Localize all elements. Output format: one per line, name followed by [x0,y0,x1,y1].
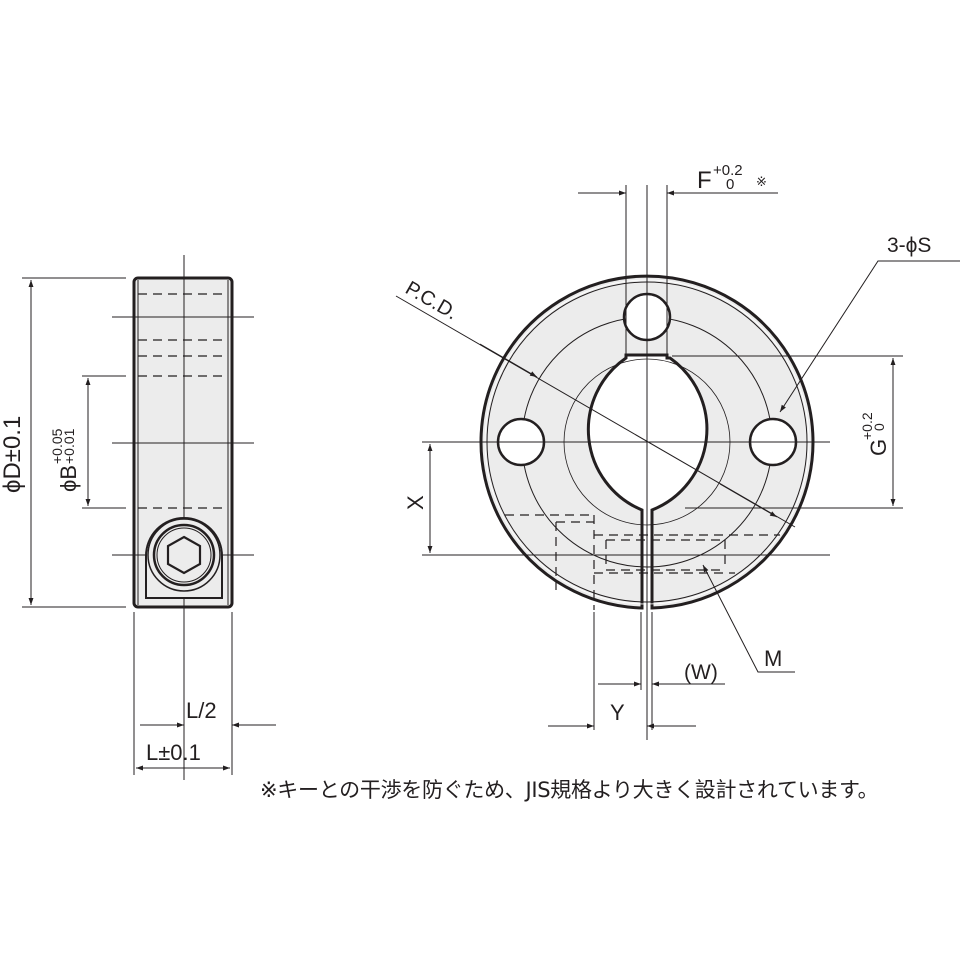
keyway-depth-symbol: G [866,439,891,456]
hidden-lines [138,293,228,509]
design-note: ※キーとの干渉を防ぐため、JIS規格より大きく設計されています。 [260,778,879,802]
outer-diameter-label: ϕD±0.1 [0,416,26,493]
collar-body [479,274,815,610]
slit-offset-label: Y [610,700,625,725]
keyway-depth-tol-upper: +0.2 [859,412,875,440]
keyway-depth-label: G +0.2 0 [859,412,891,456]
half-length-label: L/2 [186,698,217,723]
bore-tol-upper: +0.05 [49,428,65,464]
screw-label: M [764,646,782,671]
screw-offset-label: X [403,495,428,510]
pcd-label: P.C.D. [402,277,462,324]
keyway-width-tol-upper: +0.2 [713,162,743,179]
holes-label: 3-ϕS [887,234,931,257]
screw-head [145,517,223,599]
side-view [22,255,276,780]
front-view [395,185,960,740]
keyway-width-tol-lower: 0 [726,176,734,193]
keyway-note-mark: ※ [756,174,767,189]
length-label: L±0.1 [146,740,201,765]
keyway-width-label: F +0.2 0 ※ [697,162,767,194]
keyway-depth-tol-lower: 0 [871,423,887,431]
bore-diameter-symbol: ϕB [56,465,81,492]
bore-tol-lower: +0.01 [61,428,77,464]
slit-width-label: (W) [684,661,718,684]
bore-diameter-label: ϕB +0.05 +0.01 [49,428,81,492]
front-centerlines [455,185,830,740]
screw-hidden-lines [505,514,780,610]
keyway-width-symbol: F [697,167,712,194]
